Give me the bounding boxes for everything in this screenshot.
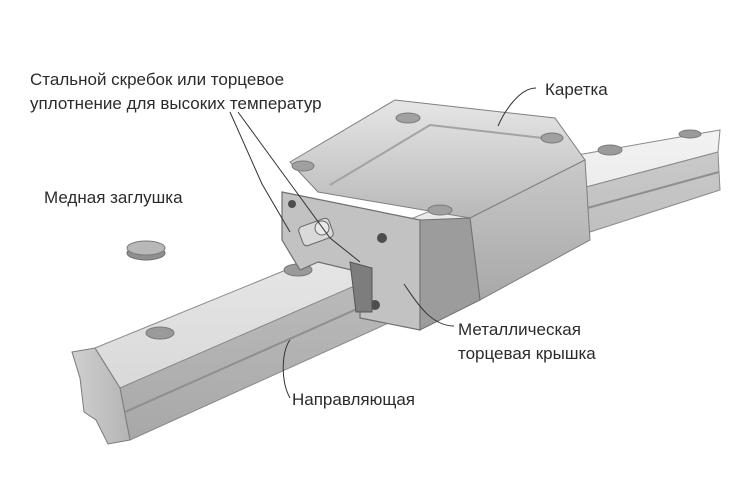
copper-plug (126, 240, 166, 261)
rail-label: Направляющая (292, 390, 416, 409)
end-cap-label-line2: торцевая крышка (458, 344, 596, 363)
end-cap-label-line1: Металлическая (458, 320, 581, 339)
scraper-label-line1: Стальной скребок или торцевое (30, 70, 285, 89)
leader-carriage (497, 87, 537, 127)
end-cap-label: Металлическая торцевая крышка (458, 318, 596, 366)
leader-rail (282, 339, 291, 399)
leader-scraper-2 (237, 111, 361, 263)
leader-scraper-1 (229, 111, 291, 233)
metal-end-cap (281, 191, 481, 331)
leader-lines (229, 87, 537, 399)
carriage (289, 99, 591, 301)
scraper-label-line2: уплотнение для высоких температур (30, 94, 322, 113)
leader-end-cap (403, 283, 455, 327)
carriage-label: Каретка (545, 80, 608, 99)
scraper-label: Стальной скребок или торцевое уплотнение… (30, 68, 322, 116)
copper-plug-label: Медная заглушка (44, 188, 183, 207)
